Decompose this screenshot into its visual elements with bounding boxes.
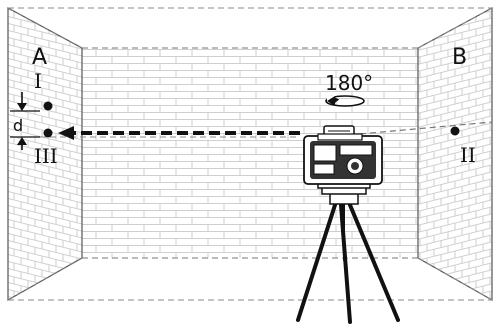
mark-one-dot	[44, 102, 53, 111]
mark-two-dot	[451, 127, 460, 136]
mark-three-dot	[44, 129, 53, 138]
wall-a-label: A	[32, 45, 47, 70]
mark-two-label: II	[460, 143, 476, 167]
wall-b-label: B	[452, 45, 467, 70]
laser-level-device	[304, 126, 382, 188]
distance-label: d	[13, 116, 23, 135]
mark-one-label: I	[34, 69, 42, 93]
mark-three-label: III	[34, 144, 58, 168]
rotation-label: 180°	[325, 71, 373, 95]
